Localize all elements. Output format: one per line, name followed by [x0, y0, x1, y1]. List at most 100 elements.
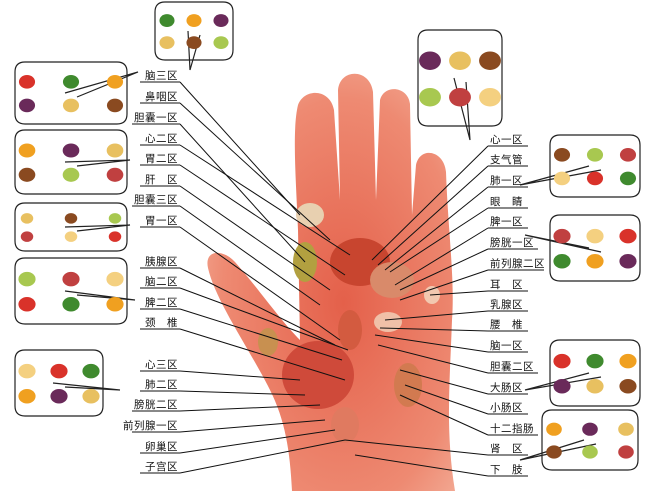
leader-line — [179, 439, 346, 474]
leader-line — [179, 144, 351, 256]
food-item — [619, 353, 637, 369]
leader-line — [179, 267, 336, 346]
leader-line — [384, 186, 489, 271]
food-item — [586, 253, 604, 269]
food-item — [582, 445, 598, 459]
food-item — [64, 213, 78, 224]
palm-shape — [207, 73, 455, 491]
leader-line — [179, 308, 343, 361]
zone-label-left: 脑二区 — [145, 276, 178, 288]
zone-label-right: 乳腺区 — [490, 299, 523, 311]
leader-line — [179, 81, 301, 216]
food-item — [106, 75, 124, 89]
food-bubble — [14, 61, 139, 125]
food-item — [479, 51, 501, 70]
food-item — [186, 36, 202, 49]
food-item — [108, 231, 122, 242]
zone-label-left: 前列腺一区 — [123, 420, 178, 432]
food-item — [619, 228, 637, 244]
hand — [207, 73, 455, 491]
zone-label-left: 肺二区 — [145, 379, 178, 391]
food-item — [619, 171, 637, 186]
leader-line — [371, 145, 489, 261]
food-item — [619, 253, 637, 269]
food-item — [62, 143, 80, 158]
food-item — [106, 296, 124, 312]
food-bubble — [417, 29, 503, 141]
zone-label-right: 心一区 — [490, 134, 523, 146]
food-item — [582, 422, 598, 436]
food-item — [553, 171, 571, 186]
leader-line — [389, 207, 489, 273]
food-item — [213, 14, 229, 27]
leader-line — [404, 384, 489, 415]
food-item — [553, 353, 571, 369]
food-item — [553, 148, 571, 162]
leader-line — [179, 185, 331, 291]
leader-line — [344, 439, 489, 456]
food-item — [62, 98, 80, 113]
food-item — [546, 422, 562, 436]
zone-label-right: 大肠区 — [490, 382, 523, 394]
food-item — [553, 228, 571, 244]
leader-line — [179, 390, 306, 396]
food-item — [62, 167, 80, 182]
zone-label-right: 腰 椎 — [490, 319, 523, 331]
food-item — [546, 445, 562, 459]
food-item — [106, 271, 124, 287]
food-item — [18, 143, 36, 158]
food-bubble — [14, 349, 121, 417]
zone-label-left: 肝 区 — [145, 174, 178, 186]
food-item — [62, 296, 80, 312]
leader-line — [354, 454, 489, 477]
leader-lines — [132, 81, 544, 477]
leader-line — [179, 164, 346, 276]
food-bubble — [519, 409, 639, 471]
leader-line — [179, 226, 341, 341]
food-item — [20, 231, 34, 242]
zone-label-left: 颈 椎 — [145, 317, 178, 329]
food-item — [20, 213, 34, 224]
zone-label-left: 心三区 — [145, 359, 178, 371]
food-item — [618, 445, 634, 459]
breast-organ — [374, 312, 402, 332]
zone-label-left: 胃一区 — [145, 215, 178, 227]
food-item — [159, 14, 175, 27]
zone-label-left: 胆囊一区 — [134, 112, 178, 124]
food-item — [18, 271, 36, 287]
food-item — [64, 231, 78, 242]
food-item — [449, 87, 471, 107]
zone-label-right: 肺一区 — [490, 175, 523, 187]
leader-line — [179, 370, 301, 381]
leader-line — [394, 227, 489, 286]
leader-line — [384, 310, 489, 321]
food-item — [18, 167, 36, 182]
leader-line — [179, 328, 346, 381]
zone-label-right: 小肠区 — [490, 402, 523, 414]
zone-label-right: 前列腺二区 — [490, 258, 545, 270]
food-item — [50, 388, 68, 404]
food-bubble — [14, 202, 131, 252]
food-item — [586, 228, 604, 244]
food-item — [62, 75, 80, 89]
food-item — [586, 171, 604, 186]
zone-label-left: 卵巢区 — [145, 441, 178, 453]
food-item — [553, 253, 571, 269]
zone-label-left: 脑三区 — [145, 70, 178, 82]
leader-line — [179, 287, 349, 351]
zone-label-right: 耳 区 — [490, 279, 523, 291]
food-item — [18, 75, 36, 89]
zone-label-right: 膀胱一区 — [490, 237, 534, 249]
leader-line — [179, 205, 321, 306]
leader-line — [399, 248, 489, 291]
food-item — [213, 36, 229, 49]
food-item — [586, 148, 604, 162]
heart-organ-2 — [282, 341, 354, 409]
food-item — [18, 296, 36, 312]
zone-label-left: 心二区 — [145, 133, 178, 145]
food-item — [62, 271, 80, 287]
food-item — [449, 51, 471, 70]
zone-label-left: 胃二区 — [145, 153, 178, 165]
food-bubble — [524, 214, 641, 282]
